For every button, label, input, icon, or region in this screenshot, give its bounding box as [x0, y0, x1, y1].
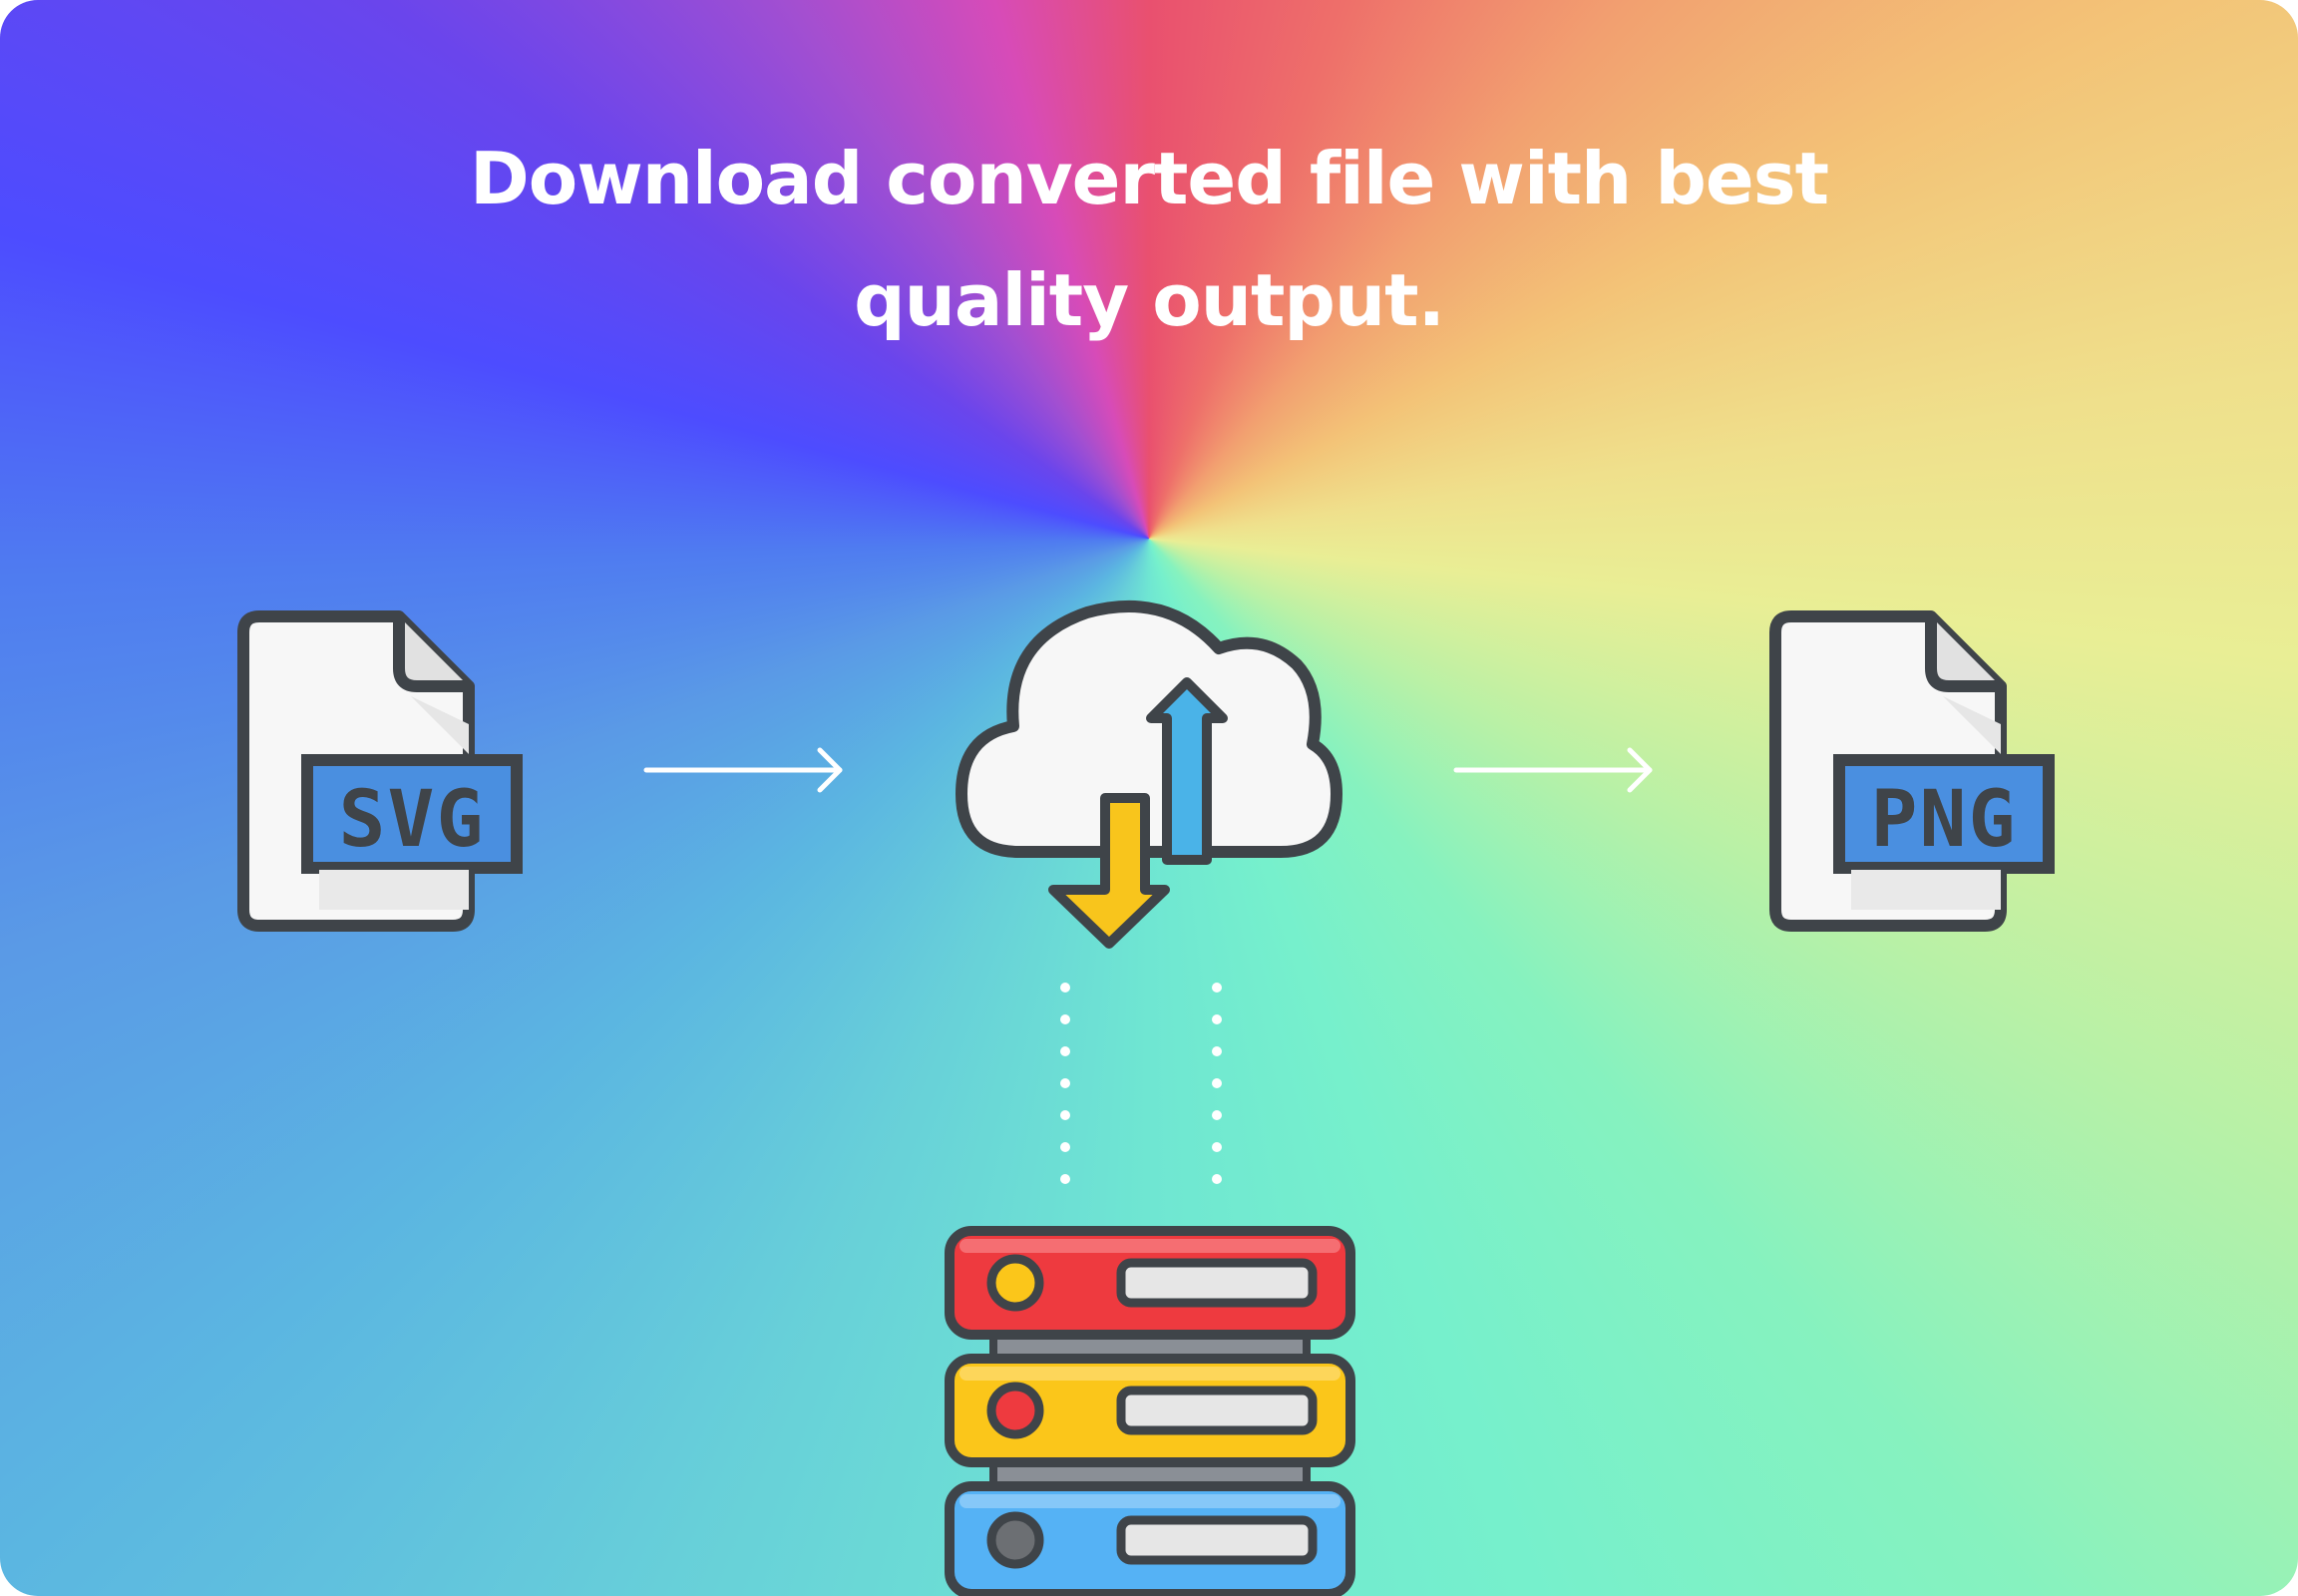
headline: Download converted file with best qualit…	[379, 118, 1919, 361]
arrow-right-icon	[1453, 747, 1653, 793]
data-link-dots	[1060, 983, 1222, 1184]
server-unit-yellow	[945, 1354, 1355, 1467]
headline-line-2: quality output.	[854, 258, 1445, 342]
cloud-sync-icon	[956, 600, 1342, 949]
server-stack-icon	[945, 1226, 1355, 1596]
server-unit-red	[945, 1226, 1355, 1340]
png-file-icon: PNG	[1769, 610, 2055, 932]
source-format-label: SVG	[339, 775, 486, 865]
server-unit-blue	[945, 1481, 1355, 1596]
target-format-label: PNG	[1871, 775, 2018, 865]
headline-line-1: Download converted file with best	[469, 137, 1829, 220]
arrow-right-icon	[643, 747, 843, 793]
svg-file-icon: SVG	[237, 610, 523, 932]
